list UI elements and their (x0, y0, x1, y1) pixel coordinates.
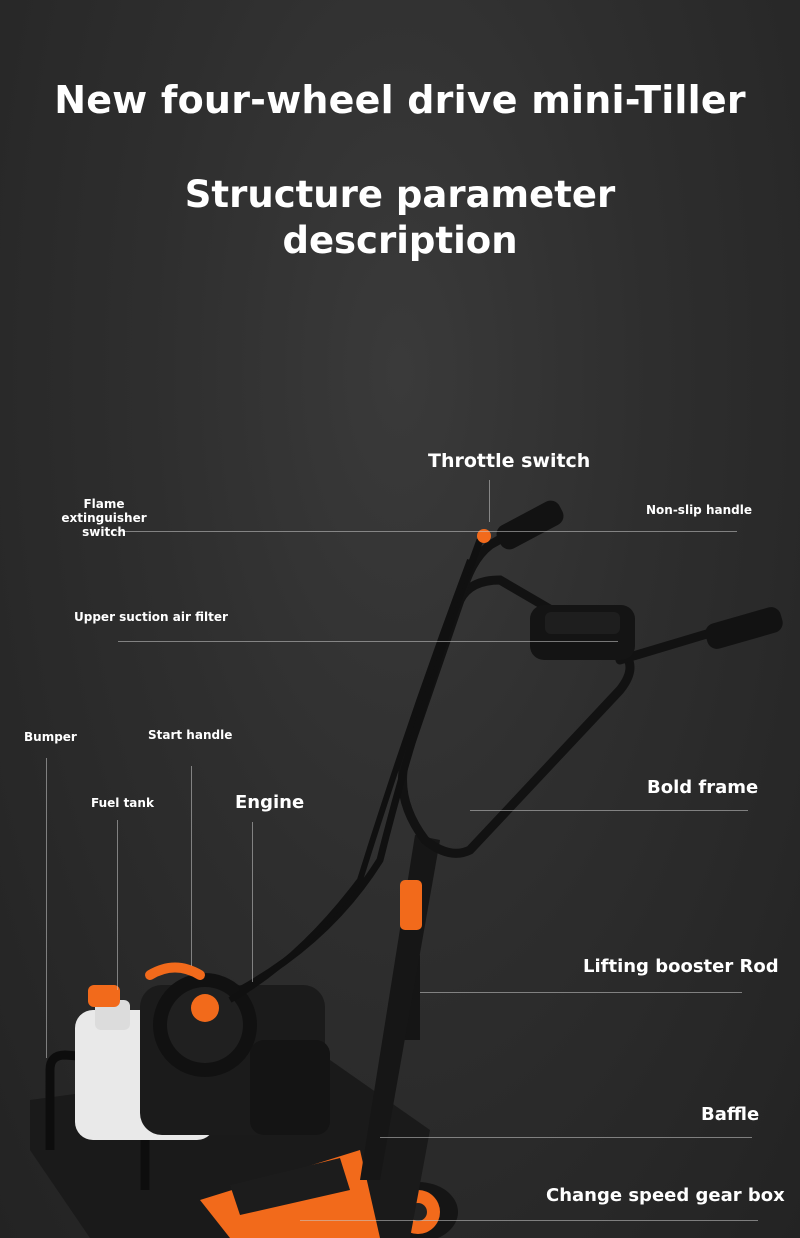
label-engine: Engine (235, 792, 305, 813)
engine-line (252, 822, 253, 982)
label-throttle-switch: Throttle switch (428, 450, 591, 472)
air-filter-line (118, 641, 618, 642)
lifting-booster-rod-line (420, 992, 742, 993)
gear-box-line (300, 1220, 758, 1221)
bumper-line (46, 758, 47, 1058)
label-change-speed-gear-box: Change speed gear box (546, 1185, 785, 1206)
label-flame-extinguisher-switch-text: Flame extinguisher switch (61, 497, 147, 539)
page-title: New four-wheel drive mini-Tiller (54, 78, 746, 122)
fuel-tank-line (117, 820, 118, 990)
label-start-handle: Start handle (148, 728, 233, 742)
label-lifting-booster-rod: Lifting booster Rod (583, 956, 779, 977)
label-bumper: Bumper (24, 730, 77, 744)
start-handle-line (191, 766, 192, 966)
label-baffle: Baffle (701, 1104, 760, 1125)
bold-frame-line (470, 810, 748, 811)
label-flame-extinguisher-switch: Flame extinguisher switch (48, 497, 160, 539)
baffle-line (380, 1137, 752, 1138)
label-fuel-tank: Fuel tank (91, 796, 154, 810)
page-subtitle: Structure parameter description (184, 173, 616, 262)
top-callout-line (116, 531, 737, 532)
label-bold-frame: Bold frame (647, 777, 759, 798)
throttle-switch-line (489, 480, 490, 522)
label-non-slip-handle: Non-slip handle (646, 503, 752, 517)
label-upper-suction-air-filter: Upper suction air filter (74, 610, 228, 624)
